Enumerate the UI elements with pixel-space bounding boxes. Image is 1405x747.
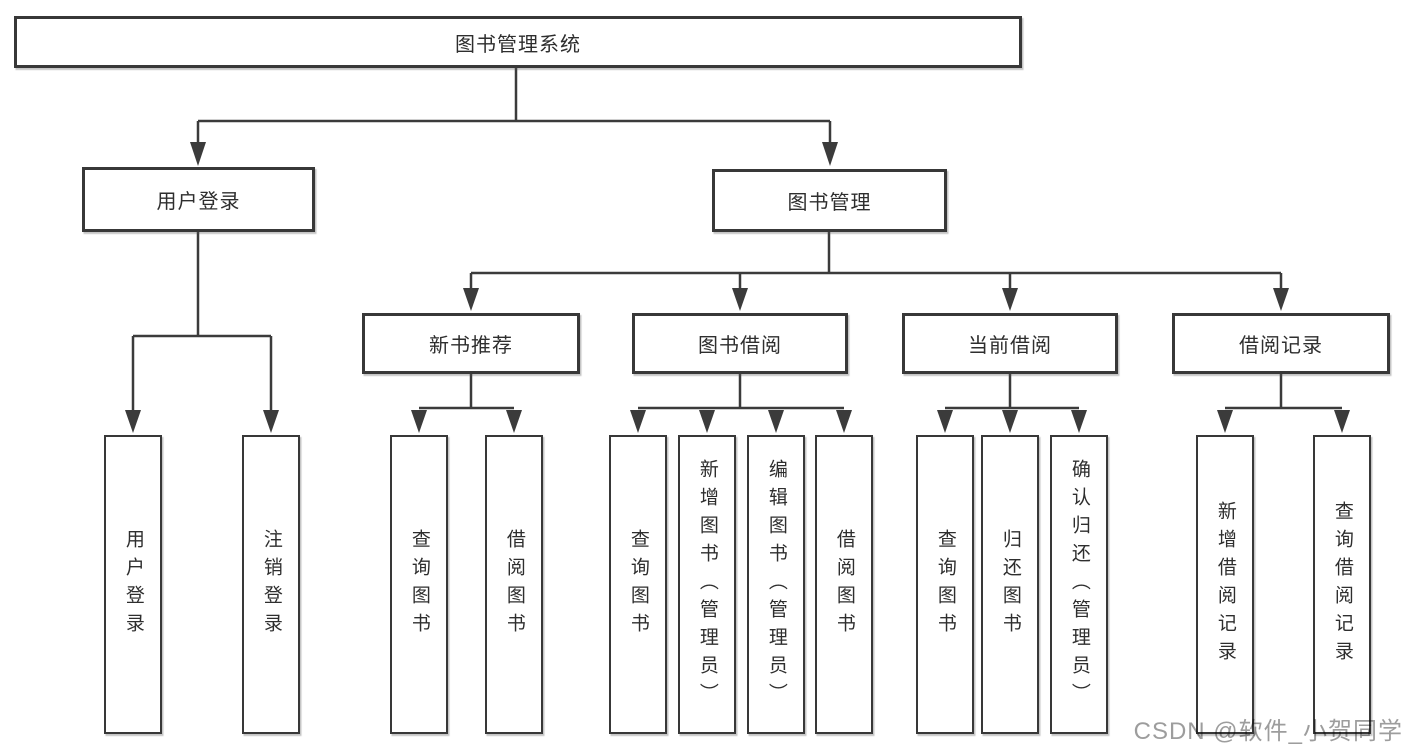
node-new-book-recommend: 新书推荐 [362,313,580,374]
node-label: 新书推荐 [429,335,513,357]
node-book-borrowing: 图书借阅 [632,313,848,374]
leaf-label: 查询借阅记录 [1331,500,1353,669]
leaf-label: 确认归还（管理员） [1068,458,1090,711]
node-label: 当前借阅 [968,335,1052,357]
node-book-management: 图书管理 [712,169,947,232]
node-user-login: 用户登录 [82,167,315,232]
leaf-add-books-admin: 新增图书（管理员） [678,435,736,734]
leaf-return-books: 归还图书 [981,435,1039,734]
leaf-query-borrow-record: 查询借阅记录 [1313,435,1371,734]
leaf-confirm-return-admin: 确认归还（管理员） [1050,435,1108,734]
leaf-label: 查询图书 [408,528,430,641]
leaf-label: 查询图书 [627,528,649,641]
node-library-management-system: 图书管理系统 [14,16,1022,68]
node-current-borrowing: 当前借阅 [902,313,1118,374]
node-label: 图书借阅 [698,335,782,357]
node-label: 用户登录 [156,191,241,213]
leaf-user-login: 用户登录 [104,435,162,734]
leaf-label: 借阅图书 [503,528,525,641]
leaf-label: 新增图书（管理员） [696,458,718,711]
leaf-edit-books-admin: 编辑图书（管理员） [747,435,805,734]
leaf-label: 归还图书 [999,528,1021,641]
node-label: 借阅记录 [1239,335,1323,357]
leaf-logout: 注销登录 [242,435,300,734]
leaf-borrow-books: 借阅图书 [815,435,873,734]
arrow-down-icons [125,142,1350,433]
connector-lines [131,68,1342,412]
leaf-query-books-current: 查询图书 [916,435,974,734]
node-borrowing-records: 借阅记录 [1172,313,1390,374]
leaf-label: 用户登录 [122,528,144,641]
leaf-label: 新增借阅记录 [1214,500,1236,669]
leaf-query-books-borrowing: 查询图书 [609,435,667,734]
leaf-label: 查询图书 [934,528,956,641]
leaf-query-books-recommend: 查询图书 [390,435,448,734]
node-label: 图书管理 [787,192,872,214]
node-label: 图书管理系统 [455,33,581,56]
leaf-add-borrow-record: 新增借阅记录 [1196,435,1254,734]
leaf-label: 注销登录 [260,528,282,641]
leaf-label: 借阅图书 [833,528,855,641]
leaf-borrow-books-recommend: 借阅图书 [485,435,543,734]
leaf-label: 编辑图书（管理员） [765,458,787,711]
csdn-watermark: CSDN @软件_小贺同学 [1133,718,1403,745]
